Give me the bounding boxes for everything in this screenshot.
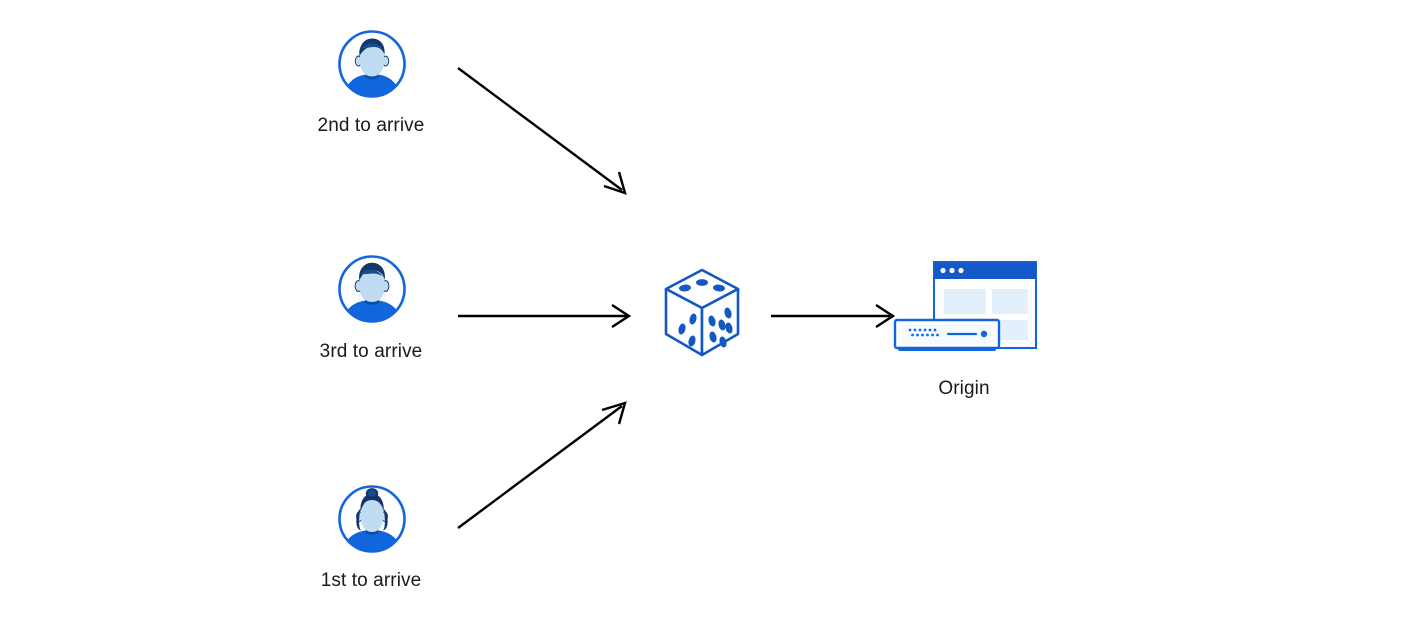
client-node-3rd[interactable] — [336, 253, 408, 325]
dice-top-pips — [679, 279, 725, 292]
client-label-3rd: 3rd to arrive — [319, 341, 423, 362]
client-node-2nd[interactable] — [336, 28, 408, 100]
content-block — [992, 289, 1028, 314]
server-appliance-icon — [893, 318, 1001, 351]
origin-label: Origin — [938, 378, 990, 399]
user-avatar-bun-icon — [338, 485, 406, 553]
user-avatar-icon — [338, 30, 406, 98]
arrow-3rd-to-dice — [458, 303, 632, 329]
arrow-dice-to-origin — [771, 303, 896, 329]
browser-window-with-server-icon — [893, 261, 1037, 351]
client-label-2nd: 2nd to arrive — [317, 115, 425, 136]
origin-node[interactable] — [890, 256, 1040, 366]
dice-left-pips — [678, 313, 697, 347]
random-balancer-node[interactable] — [660, 265, 744, 361]
user-avatar-icon — [338, 255, 406, 323]
arrow-2nd-to-dice — [457, 67, 627, 195]
content-block — [944, 289, 986, 314]
arrow-1st-to-dice — [457, 401, 627, 529]
window-dot — [940, 267, 946, 274]
dice-icon — [664, 268, 740, 357]
client-node-1st[interactable] — [336, 483, 408, 555]
window-dot — [949, 267, 955, 274]
dice-right-pips — [708, 307, 733, 348]
window-dot — [958, 267, 964, 274]
client-label-1st: 1st to arrive — [320, 570, 422, 591]
server-led — [980, 330, 988, 338]
server-port-grid — [908, 328, 939, 337]
